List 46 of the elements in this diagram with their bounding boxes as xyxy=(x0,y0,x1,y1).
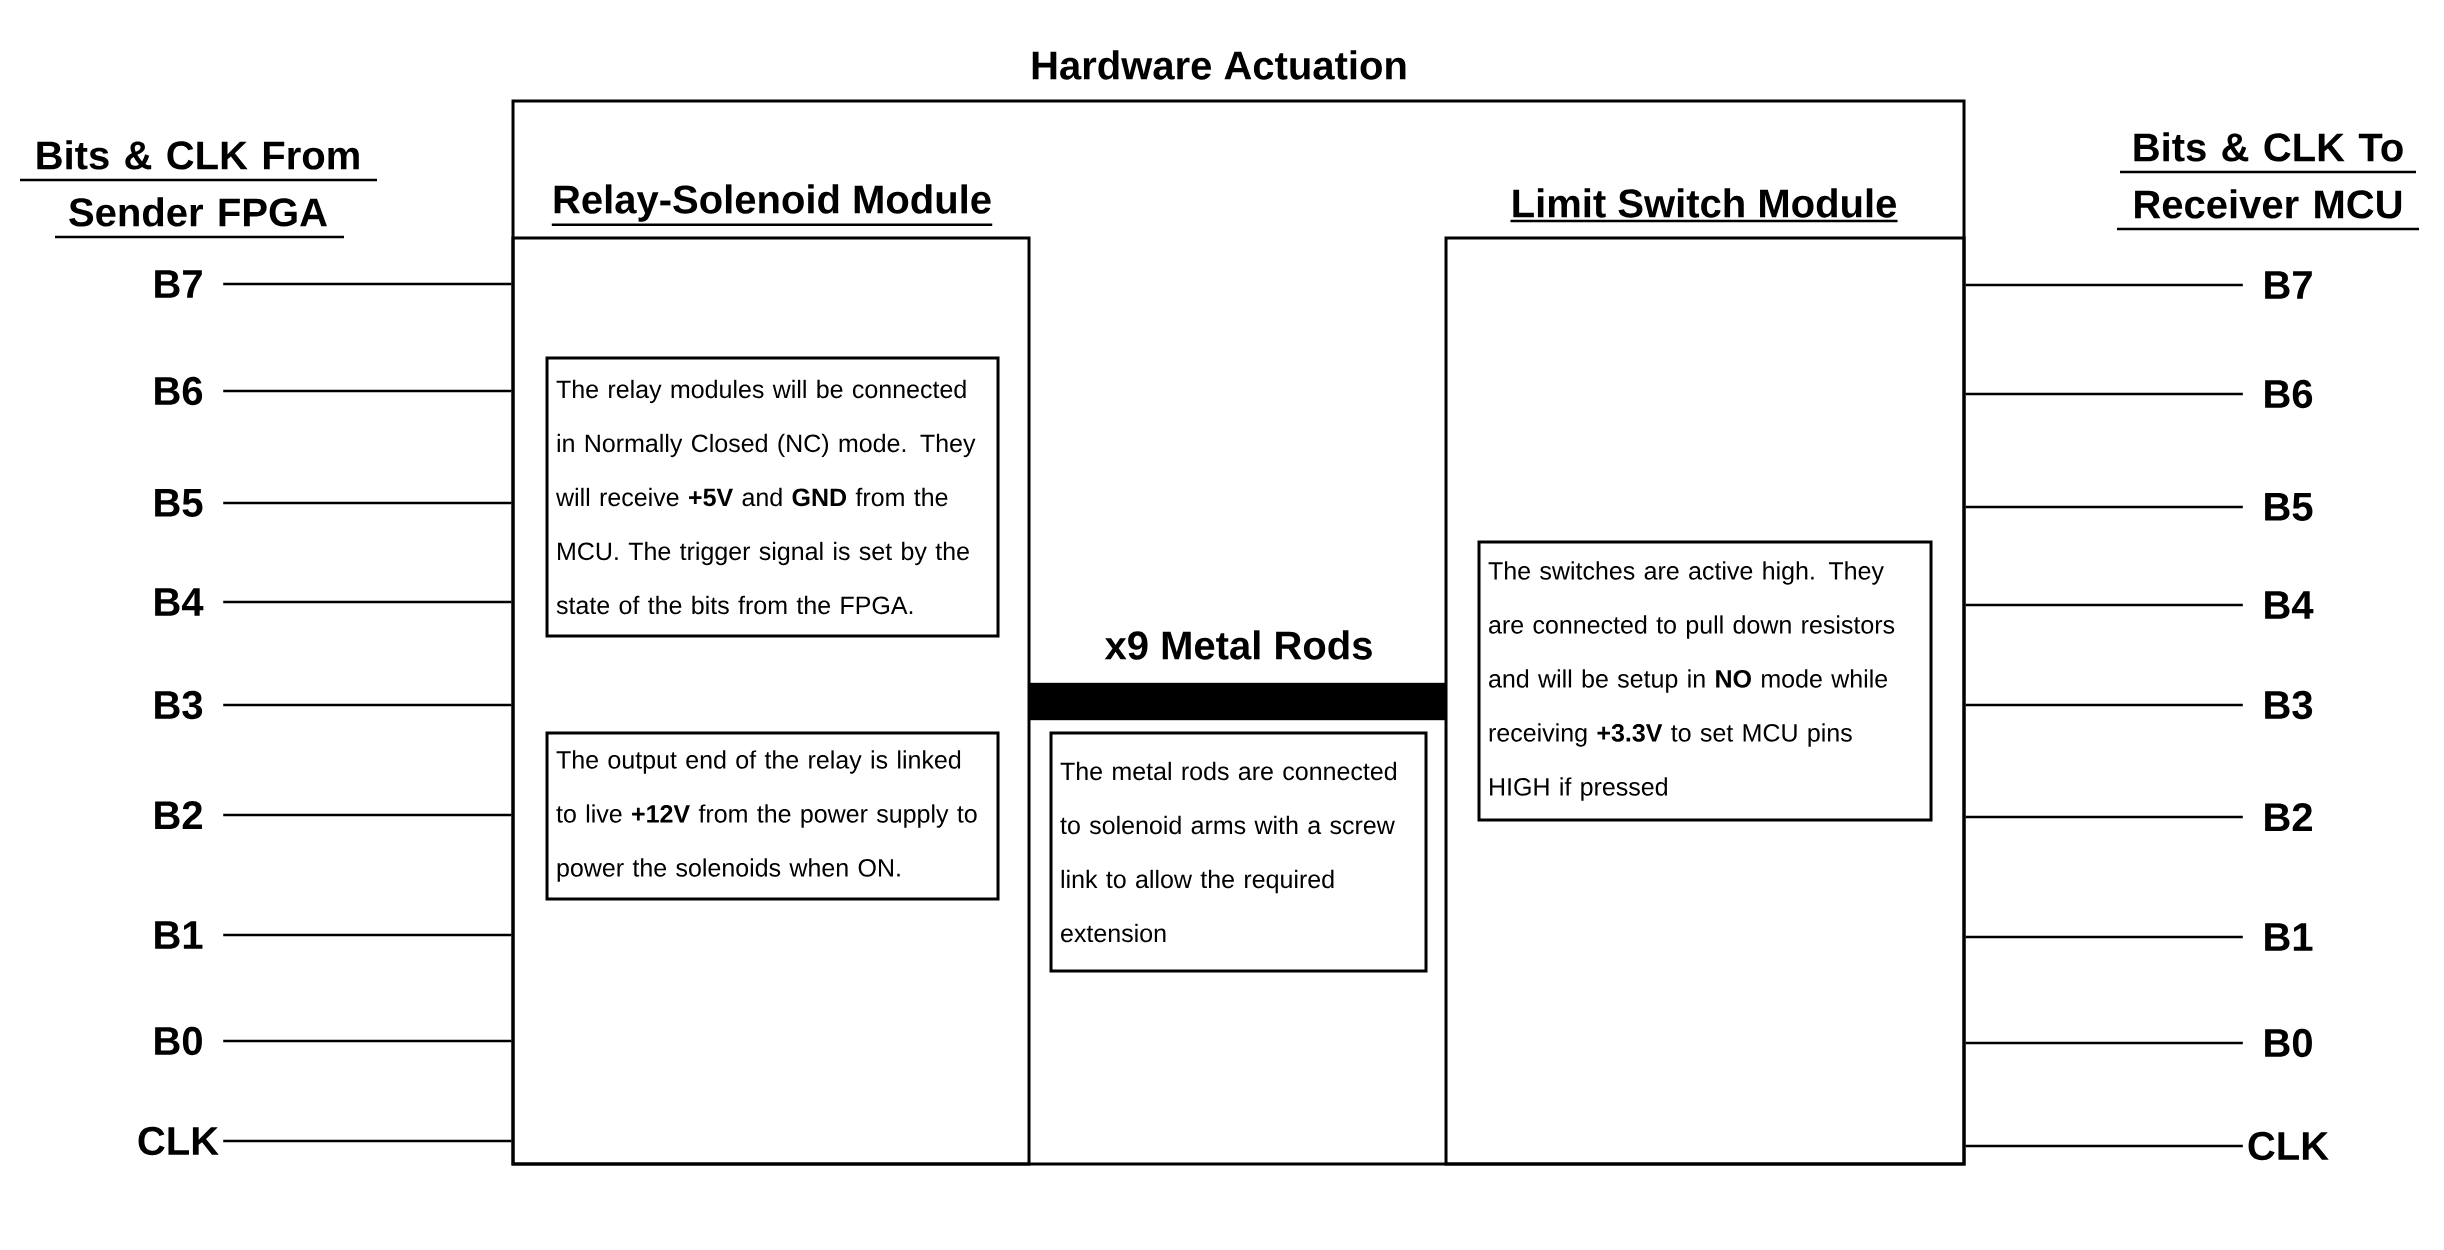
pin-label: CLK xyxy=(2248,1131,2329,1161)
module-heading: Limit Switch Module xyxy=(1510,188,1898,223)
signal-line xyxy=(223,1139,512,1143)
pin-label: B3 xyxy=(155,690,203,720)
signal-line xyxy=(223,703,512,707)
note-box: The relay modules will be connected in Normally Closed (NC) mode. They will receive +5V and GND from the MCU. The trigger signal is set by the state of the bits from the FPGA. xyxy=(545,356,1000,638)
pin-label: B2 xyxy=(155,801,202,829)
signal-line xyxy=(1965,1041,2243,1045)
signal-line xyxy=(1965,1144,2243,1148)
pin-label: B6 xyxy=(2265,379,2313,409)
pin-label: B6 xyxy=(155,376,203,406)
pin-label: B4 xyxy=(2265,591,2314,619)
signal-line xyxy=(223,282,512,286)
signal-line xyxy=(1965,283,2243,287)
pin-label: B5 xyxy=(155,489,203,517)
signal-line xyxy=(1965,703,2243,707)
signal-line xyxy=(1965,392,2243,396)
pin-label: B1 xyxy=(2265,923,2313,951)
signal-line xyxy=(1965,935,2243,939)
signal-line xyxy=(1965,505,2243,509)
header-label: Bits & CLK From Sender FPGA xyxy=(37,140,359,227)
pin-label: B3 xyxy=(2265,690,2313,720)
note-box: The output end of the relay is linked to live +12V from the power supply to power the solenoids when ON. xyxy=(545,731,1000,901)
note-box: The switches are active high. They are connected to pull down resistors and will be setup in NO mode while receiving +3.3V to set MCU pins HIGH if pressed xyxy=(1477,540,1933,822)
note-box: The metal rods are connected to solenoid arms with a screw link to allow the required extension xyxy=(1049,731,1428,973)
pin-label: B7 xyxy=(155,270,202,298)
pin-label: B7 xyxy=(2265,271,2312,299)
header-label: Bits & CLK To Receiver MCU xyxy=(2134,132,2403,219)
signal-line xyxy=(223,501,512,505)
pin-label: B0 xyxy=(2265,1028,2312,1058)
module-heading: Relay-Solenoid Module xyxy=(551,184,993,227)
pin-label: B1 xyxy=(155,921,203,949)
pin-label: B2 xyxy=(2265,803,2312,831)
module-heading: Hardware Actuation xyxy=(1032,50,1406,80)
signal-line xyxy=(223,813,512,817)
signal-line xyxy=(1965,603,2243,607)
signal-line xyxy=(1965,815,2243,819)
signal-line xyxy=(223,600,512,604)
pin-label: B5 xyxy=(2265,493,2313,521)
pin-label: B4 xyxy=(155,588,204,616)
pin-label: B0 xyxy=(155,1026,202,1056)
signal-line xyxy=(223,389,512,393)
signal-line xyxy=(223,933,512,937)
rod-label: x9 Metal Rods xyxy=(1104,630,1372,660)
pin-label: CLK xyxy=(138,1126,219,1156)
signal-line xyxy=(223,1039,512,1043)
